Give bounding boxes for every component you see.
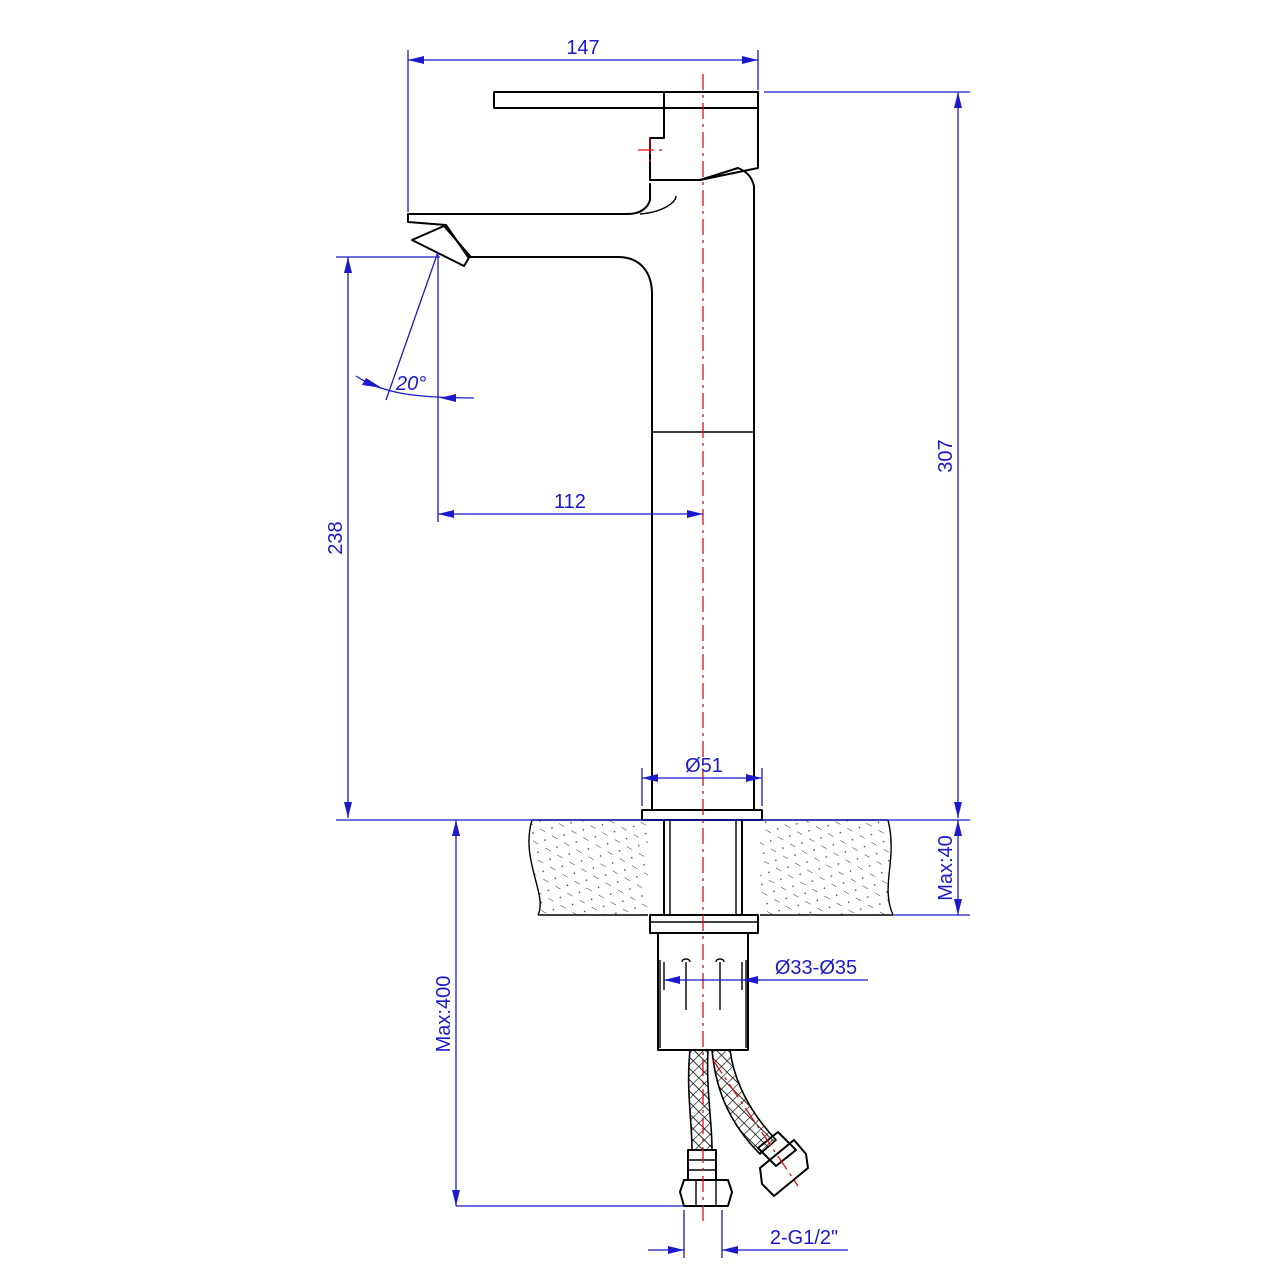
aerator (411, 225, 471, 267)
hose-bent (711, 1049, 778, 1156)
dim-hole-diameter: Ø33-Ø35 (664, 957, 868, 984)
countertop-section (528, 819, 894, 916)
dim-hose-connector: 2-G1/2" (648, 1210, 848, 1258)
dim-spout-reach-label: 112 (554, 491, 586, 513)
dim-deck-thickness: Max:40 (893, 820, 970, 916)
dim-spout-height: 238 (325, 256, 440, 818)
dim-spout-angle: 20° (355, 251, 475, 522)
dim-total-height: 307 (764, 91, 970, 818)
faucet-body (407, 91, 763, 1051)
base-flange (641, 809, 763, 821)
dim-total-height-label: 307 (935, 439, 957, 472)
dim-top-width-label: 147 (566, 37, 599, 59)
dim-hose-length: Max:400 (433, 820, 684, 1207)
mounting-nut (657, 932, 749, 1051)
centerlines (638, 74, 799, 1222)
dim-top-width: 147 (407, 37, 759, 212)
main-column (467, 185, 755, 811)
dim-body-diameter-label: Ø51 (685, 755, 723, 777)
dim-hole-diameter-label: Ø33-Ø35 (775, 957, 857, 979)
spout (407, 183, 651, 258)
dim-hose-length-label: Max:400 (433, 976, 455, 1053)
handle-cap (649, 91, 759, 181)
supply-hoses (679, 1049, 809, 1207)
dim-spout-angle-label: 20° (395, 373, 426, 395)
dim-deck-thickness-label: Max:40 (935, 835, 957, 901)
dim-body-diameter: Ø51 (641, 755, 763, 806)
hose-straight (687, 1049, 713, 1151)
dim-spout-height-label: 238 (325, 521, 347, 554)
hose-nut-left (679, 1179, 733, 1207)
dim-hose-connector-label: 2-G1/2" (770, 1227, 838, 1249)
dim-spout-reach: 112 (438, 491, 703, 518)
handle-lever (493, 91, 759, 109)
hose-nut-right (759, 1139, 809, 1197)
